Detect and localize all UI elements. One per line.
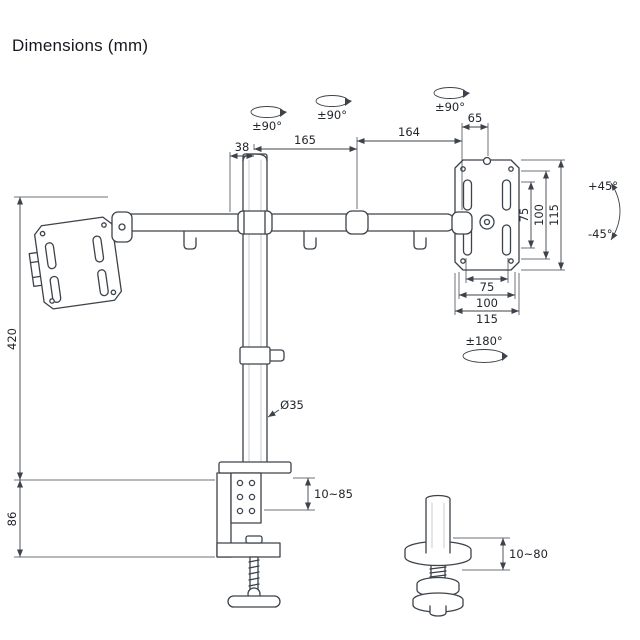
dim-label-vesa-h75: 75 [480,280,495,294]
plate-rotation-symbol: ±180° [462,334,508,363]
dim-label-swivel-2: ±90° [317,108,347,122]
desk-clamp [216,461,292,608]
grommet-mount [404,494,472,617]
cable-clip-icon [183,230,197,250]
dim-clamp-range: 10~85 [264,477,353,511]
dim-left-heights: 420 86 [5,196,215,558]
dim-label-164: 164 [398,125,420,139]
dim-label-420: 420 [5,328,19,350]
dim-label-vesa-h115: 115 [476,312,498,326]
dim-label-swivel-3: ±90° [435,100,465,114]
rotation-arrow-icon [462,349,506,363]
dim-label-165: 165 [294,133,316,147]
dim-grommet-range: 10~80 [453,537,548,571]
clamp-handle-icon [227,595,281,608]
dim-label-vesa-v115: 115 [547,204,561,226]
tilt-arrow-icon [610,182,621,241]
dim-label-38: 38 [235,140,250,154]
rotation-arrow-icon [433,87,467,99]
cable-clip-icon [303,230,317,250]
dim-vesa-vertical: 75 100 115 [517,159,565,271]
dim-vesa-horizontal: 75 100 115 [454,258,520,326]
dim-label-vesa-h100: 100 [476,296,498,310]
dim-label-86: 86 [5,512,19,527]
cable-clip-icon [413,230,427,250]
arm-mid-joint [345,210,369,235]
swivel-symbols: ±90° ±90° ±90° [250,87,470,133]
dim-label-10-85: 10~85 [314,487,353,501]
arm-pole-joint [237,210,273,235]
dim-label-10-80: 10~80 [509,547,548,561]
tilt-symbol: +45° -45° [588,179,621,241]
dim-label-tilt-up: +45° [588,179,618,193]
dim-label-swivel-1: ±90° [252,119,282,133]
dim-label-vesa-v100: 100 [532,204,546,226]
dim-label-180: ±180° [465,334,502,348]
grommet-knob-icon [412,592,464,613]
dim-arm-segments: 38 165 164 65 [229,111,489,212]
arm-left-joint [111,211,133,243]
page-title: Dimensions (mm) [12,36,149,55]
rotation-arrow-icon [315,95,349,107]
dim-pole-diameter: Ø35 [267,398,304,418]
dim-label-d35: Ø35 [280,398,304,412]
dim-label-vesa-v75: 75 [517,208,531,223]
arm [119,210,455,250]
rotation-arrow-icon [250,106,284,118]
left-vesa-plate [28,216,123,310]
dim-label-65: 65 [468,111,483,125]
arm-right-joint [451,211,495,235]
dim-label-tilt-down: -45° [588,227,613,241]
pole [242,153,268,471]
pole-height-collar [239,346,285,365]
